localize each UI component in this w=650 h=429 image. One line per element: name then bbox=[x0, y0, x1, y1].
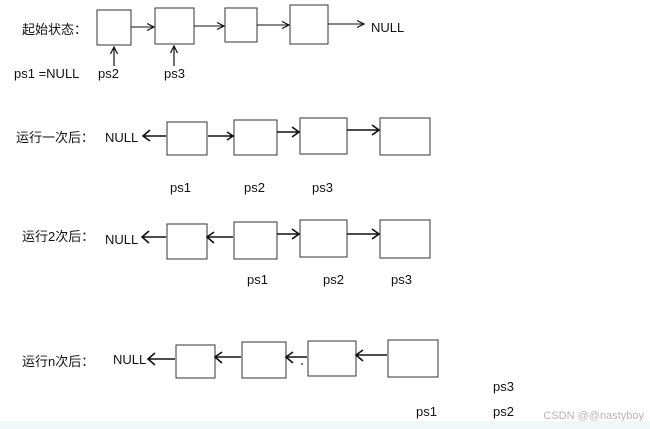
node-after2-4 bbox=[379, 219, 431, 259]
section-label-after2: 运行2次后： bbox=[22, 229, 95, 244]
arrow-aftern-3 bbox=[354, 349, 387, 362]
section-label-initial: 起始状态： bbox=[22, 22, 88, 37]
pointer-label-ps2-after1: ps2 bbox=[244, 180, 265, 195]
node-initial-4 bbox=[289, 4, 329, 45]
node-after1-2 bbox=[233, 119, 278, 156]
pointer-label-ps1-aftern: ps1 bbox=[416, 404, 437, 419]
arrow-aftern-2 bbox=[284, 351, 307, 364]
arrow-after2-2 bbox=[277, 228, 301, 240]
section-label-aftern: 运行n次后： bbox=[22, 354, 95, 369]
node-initial-1 bbox=[96, 9, 132, 46]
node-after1-3 bbox=[299, 117, 348, 155]
arrow-after1-1 bbox=[208, 131, 235, 141]
arrow-after1-3 bbox=[347, 124, 381, 136]
null-label-after1: NULL bbox=[105, 130, 139, 145]
arrow-after2-3 bbox=[347, 228, 381, 240]
node-aftern-3 bbox=[307, 340, 357, 377]
null-label-aftern: NULL bbox=[113, 352, 147, 367]
pointer-label-ps1-initial: ps1 =NULL bbox=[14, 66, 80, 81]
arrow-after1-null bbox=[141, 129, 166, 142]
node-after1-4 bbox=[379, 117, 431, 156]
null-label-after2: NULL bbox=[105, 232, 139, 247]
pointer-label-ps3-aftern: ps3 bbox=[493, 379, 514, 394]
bottom-strip bbox=[0, 421, 650, 429]
pointer-label-ps2-initial: ps2 bbox=[98, 66, 119, 81]
node-aftern-2 bbox=[241, 341, 287, 379]
arrow-after1-2 bbox=[277, 126, 301, 138]
arrow-aftern-1 bbox=[213, 351, 241, 364]
pointer-label-ps2-aftern: ps2 bbox=[493, 404, 514, 419]
pointer-label-ps3-after1: ps3 bbox=[312, 180, 333, 195]
null-label-initial: NULL bbox=[371, 20, 405, 35]
arrow-aftern-null bbox=[146, 352, 175, 366]
node-after1-1 bbox=[166, 121, 208, 156]
pointer-label-ps1-after2: ps1 bbox=[247, 272, 268, 287]
pointer-label-ps2-after2: ps2 bbox=[323, 272, 344, 287]
node-aftern-1 bbox=[175, 344, 216, 379]
pointer-label-ps3-after2: ps3 bbox=[391, 272, 412, 287]
arrow-after2-1 bbox=[205, 231, 233, 244]
section-label-after1: 运行一次后： bbox=[16, 130, 95, 145]
watermark: CSDN @@nastyboy bbox=[543, 410, 644, 422]
node-after2-2 bbox=[233, 221, 278, 260]
stray-dot bbox=[301, 363, 303, 365]
node-initial-2 bbox=[154, 7, 195, 45]
node-initial-3 bbox=[224, 7, 258, 43]
node-after2-3 bbox=[299, 219, 348, 258]
pointer-label-ps3-initial: ps3 bbox=[164, 66, 185, 81]
pointer-label-ps1-after1: ps1 bbox=[170, 180, 191, 195]
node-after2-1 bbox=[166, 223, 208, 260]
arrow-after2-null bbox=[140, 230, 166, 244]
node-aftern-4 bbox=[387, 339, 439, 378]
